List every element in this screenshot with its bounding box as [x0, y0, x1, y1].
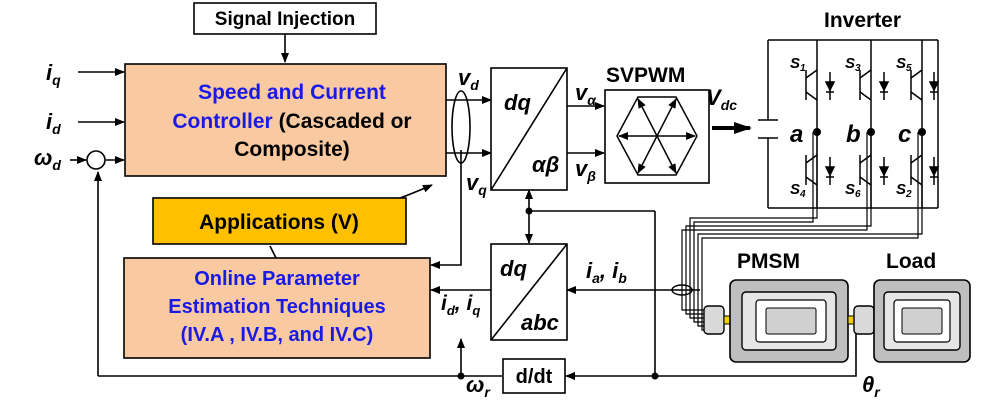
label-s1: S1	[790, 55, 806, 74]
switch-s2	[910, 154, 940, 186]
controller-line1: Speed and Current	[198, 81, 386, 104]
label-s5: S5	[896, 55, 912, 74]
label-s6: S6	[845, 181, 861, 200]
signal-thetar: θr	[862, 372, 881, 400]
label-s3: S3	[845, 55, 861, 74]
phase-wires	[681, 132, 923, 331]
switch-s1	[805, 69, 836, 101]
applications-box	[152, 197, 407, 245]
switch-s5	[910, 69, 940, 101]
load-label: Load	[886, 250, 936, 273]
signal-wd: ωd	[34, 145, 61, 173]
dq-ab-bottom: αβ	[532, 152, 559, 177]
phase-a: a	[790, 121, 803, 148]
estimation-line1: Online Parameter	[194, 268, 360, 290]
switch-s3	[859, 69, 890, 101]
signal-id: id	[46, 109, 61, 137]
pmsm-motor-icon	[703, 279, 875, 363]
ddt-label: d/dt	[516, 366, 553, 388]
dq-abc-top: dq	[500, 256, 527, 281]
controller-box	[124, 63, 447, 177]
signal-vq: vq	[466, 170, 487, 198]
estimation-box	[123, 257, 431, 359]
signal-ia-ib: ia, ib	[586, 258, 627, 286]
load-machine-icon	[873, 279, 971, 363]
signal-vd: vd	[458, 65, 479, 93]
signal-injection-label: Signal Injection	[215, 9, 355, 30]
estimation-line3: (IV.A , IV.B, and IV.C)	[181, 324, 374, 346]
label-s4: S4	[790, 181, 806, 200]
signal-injection-box	[193, 2, 377, 35]
svpwm-hexagon	[616, 96, 698, 176]
signal-vbeta: vβ	[575, 156, 596, 184]
applications-label: Applications (V)	[199, 211, 359, 234]
summing-junction	[86, 150, 106, 170]
signal-id-iq: id, iq	[441, 292, 480, 318]
controller-line3: Composite)	[234, 138, 350, 161]
phase-b: b	[846, 121, 861, 148]
switch-s6	[859, 154, 890, 186]
signal-iq: iq	[46, 60, 61, 88]
label-s2: S2	[896, 181, 912, 200]
signal-valpha: vα	[575, 80, 597, 108]
signal-wr: ωr	[466, 372, 491, 400]
phase-c: c	[898, 121, 911, 148]
svpwm-label: SVPWM	[606, 64, 685, 87]
switch-s4	[805, 154, 836, 186]
estimation-line2: Estimation Techniques	[168, 296, 385, 318]
signal-vdc: Vdc	[706, 85, 737, 113]
dq-abc-bottom: abc	[521, 310, 559, 335]
pmsm-label: PMSM	[737, 250, 800, 273]
inverter-label: Inverter	[824, 9, 901, 32]
ddt-box	[502, 358, 566, 394]
dq-ab-top: dq	[504, 90, 531, 115]
controller-line2: Controller (Cascaded or	[172, 110, 411, 133]
